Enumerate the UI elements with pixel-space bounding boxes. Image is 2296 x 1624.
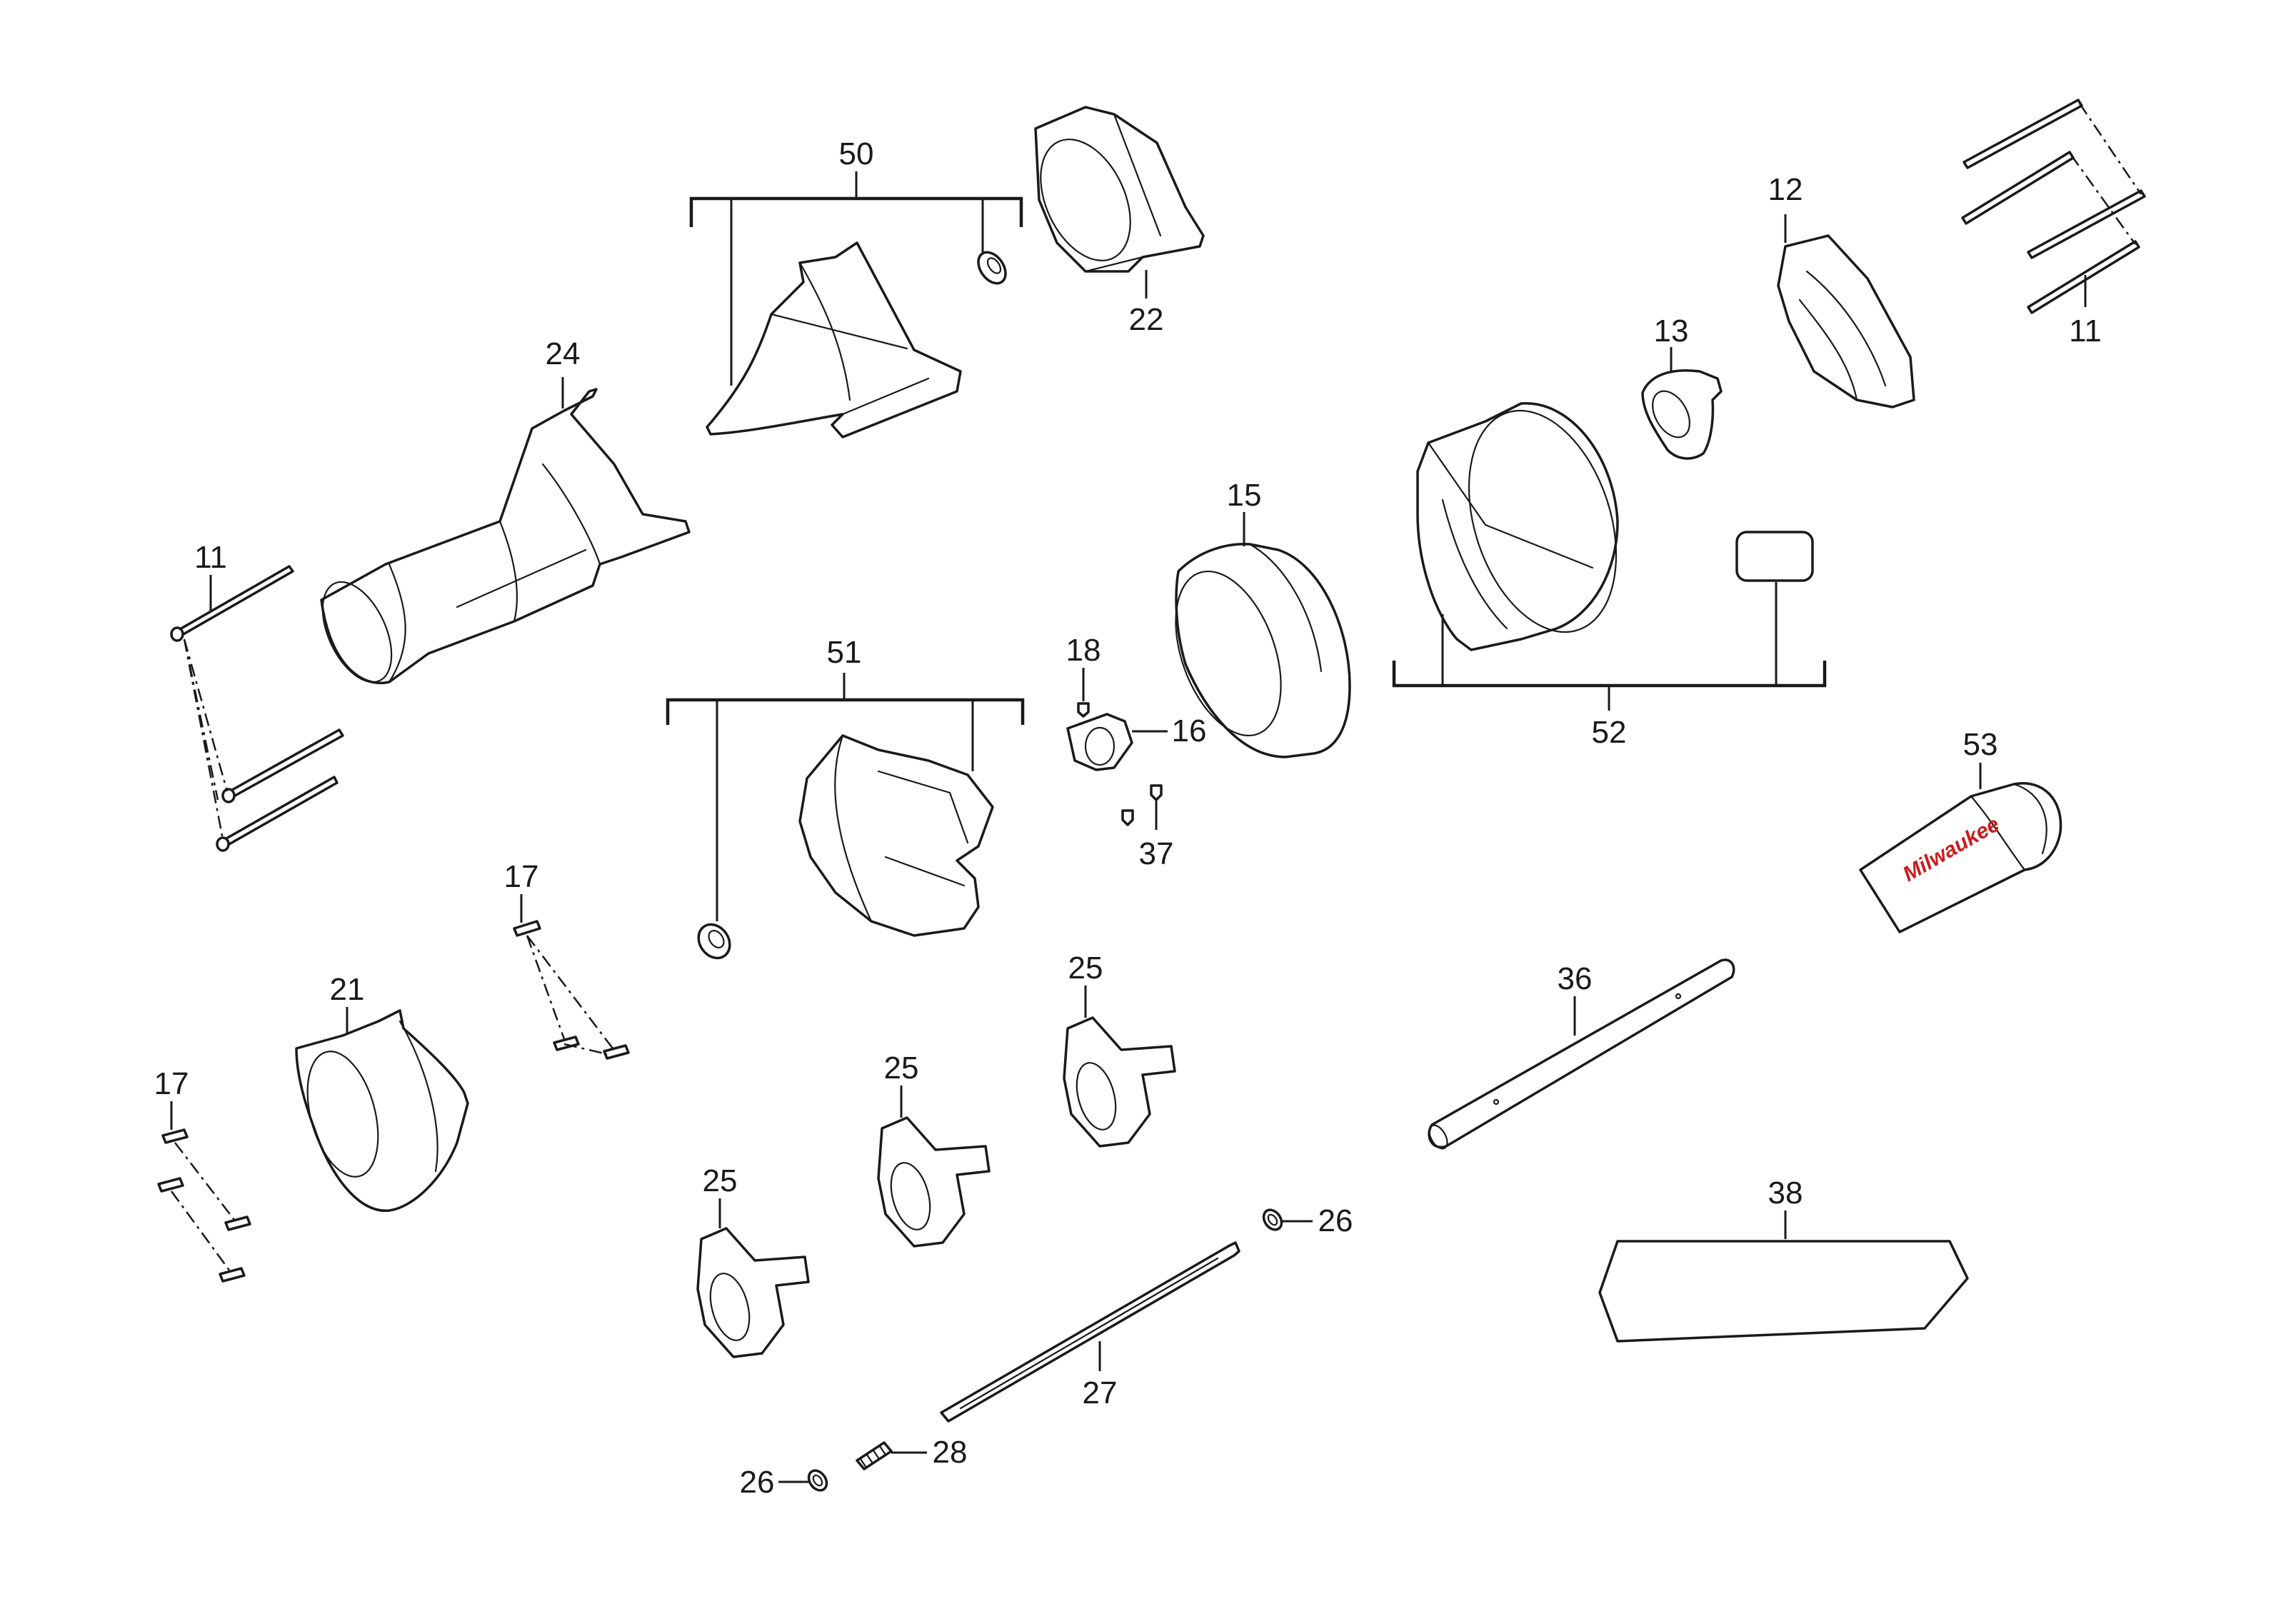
part-15-group: 15 — [1175, 478, 1351, 758]
pin-17b — [553, 1036, 580, 1051]
pin-17d — [161, 1128, 189, 1144]
fan-shroud-21 — [295, 1009, 469, 1212]
part-38-group: 38 — [1598, 1176, 1969, 1343]
part-25-fan-b: 25 — [877, 1051, 991, 1248]
impeller-25b — [877, 1116, 991, 1248]
part-25-fan-a: 25 — [1063, 951, 1176, 1148]
part-11-left-group: 11 — [170, 540, 344, 852]
spring-28 — [856, 1441, 893, 1470]
callout-12: 12 — [1768, 172, 1803, 207]
part-24-group: 24 — [320, 336, 691, 685]
callout-53: 53 — [1963, 727, 1998, 762]
ring-51 — [697, 923, 731, 960]
screw-37b — [1150, 784, 1163, 801]
callout-50: 50 — [839, 136, 874, 171]
foam-pad-38 — [1598, 1240, 1969, 1343]
callout-11-right: 11 — [2069, 314, 2102, 349]
bearing-cap-13 — [1641, 369, 1723, 460]
accessory-cover-53 — [1859, 782, 2062, 933]
washer-26a — [1262, 1208, 1283, 1231]
small-parts-18-16-37: 18 16 37 — [1066, 633, 1207, 871]
callout-24: 24 — [546, 336, 581, 371]
callout-25-c: 25 — [703, 1163, 738, 1198]
impeller-25c — [696, 1227, 810, 1358]
callout-51: 51 — [827, 635, 862, 670]
callout-17-upper: 17 — [504, 859, 539, 894]
callout-11-left: 11 — [194, 540, 227, 575]
callout-25-a: 25 — [1068, 951, 1103, 986]
part-12-group: 12 — [1768, 172, 1915, 408]
screw-11f — [2027, 189, 2146, 259]
screw-11g — [2027, 240, 2140, 314]
callout-38: 38 — [1768, 1176, 1803, 1211]
part-25-fan-c: 25 — [696, 1163, 810, 1358]
part-13-group: 13 — [1641, 314, 1723, 460]
front-housing-22 — [1034, 106, 1205, 273]
screw-37a — [1121, 809, 1134, 826]
clamp-16 — [1066, 713, 1133, 771]
callout-17-lower: 17 — [154, 1066, 189, 1101]
callout-25-b: 25 — [884, 1051, 919, 1086]
callout-26-upper: 26 — [1318, 1203, 1353, 1238]
screw-11a — [174, 565, 294, 638]
callout-15: 15 — [1227, 478, 1262, 513]
motor-housing-52 — [1416, 402, 1619, 651]
part-53-group: 53 Milwaukee — [1859, 727, 2062, 933]
part-27-group: 27 — [940, 1241, 1240, 1423]
end-cap-12 — [1777, 234, 1915, 408]
part-50-group: 50 — [689, 136, 1023, 438]
part-21-group: 21 — [295, 972, 469, 1212]
pin-17a — [513, 920, 541, 937]
part-26-upper: 26 — [1262, 1203, 1353, 1238]
air-nozzle-cone — [706, 241, 962, 438]
spec-label-52 — [1735, 531, 1814, 582]
callout-26-lower: 26 — [740, 1465, 775, 1500]
screw-18 — [1077, 702, 1090, 718]
callout-37: 37 — [1139, 836, 1174, 871]
callout-18: 18 — [1066, 633, 1101, 668]
callout-21: 21 — [330, 972, 365, 1007]
part-11-right-group: 11 — [1961, 99, 2146, 349]
pin-17f — [224, 1216, 251, 1231]
part-26-lower: 26 — [740, 1465, 828, 1500]
callout-16: 16 — [1172, 713, 1207, 748]
part-17-lower-group: 17 — [154, 1066, 251, 1283]
part-52-group: 52 — [1392, 402, 1827, 750]
callout-36: 36 — [1558, 961, 1593, 996]
callout-28: 28 — [933, 1435, 968, 1470]
callout-27: 27 — [1083, 1375, 1118, 1410]
callout-52: 52 — [1592, 715, 1627, 750]
part-17-upper-group: 17 — [504, 859, 630, 1060]
callout-13: 13 — [1654, 314, 1689, 349]
motor-assembly-51 — [798, 734, 994, 937]
washer-26b — [807, 1469, 828, 1492]
part-28-group: 28 — [856, 1435, 968, 1470]
ring-50 — [977, 251, 1007, 285]
callout-22: 22 — [1129, 302, 1164, 337]
part-22-group: 22 — [1034, 106, 1205, 337]
pin-17c — [603, 1044, 630, 1060]
part-51-group: 51 — [666, 635, 1025, 960]
part-36-group: 36 — [1428, 958, 1735, 1150]
impeller-25a — [1063, 1016, 1176, 1148]
pin-17e — [157, 1177, 184, 1193]
pin-17g — [219, 1267, 246, 1283]
